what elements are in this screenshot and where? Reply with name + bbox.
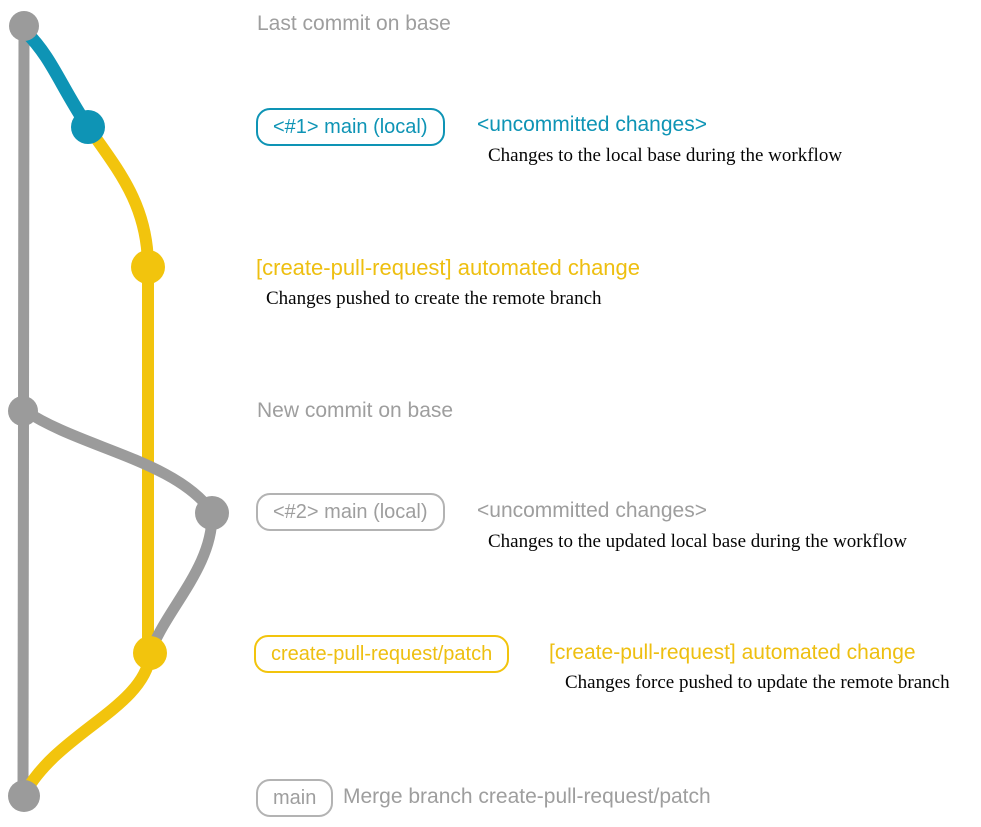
commit-description-uncommitted-2: Changes to the updated local base during… [488,531,907,552]
commit-dot-new-base [8,396,38,426]
commit-dot-uncommitted-2 [195,496,229,530]
rebase-to-patch-curve [146,508,218,654]
local-change-curve [19,25,95,134]
commit-title-uncommitted-2: <uncommitted changes> [477,499,707,522]
commit-dot-uncommitted-1 [71,110,105,144]
branch-label-create-pull-request-patch: create-pull-request/patch [254,635,510,673]
commit-description-automated-change-1: Changes pushed to create the remote bran… [266,288,602,309]
commit-description-uncommitted-1: Changes to the local base during the wor… [488,145,843,166]
rebase-from-base-curve [18,404,218,518]
commit-dot-merge [8,780,40,812]
branch-label-main-local-2: <#2> main (local) [256,493,445,531]
commit-dot-automated-change-2 [133,636,167,670]
commit-title-merge: Merge branch create-pull-request/patch [343,785,711,808]
annotation-last-commit-on-base: Last commit on base [257,12,451,35]
commit-title-uncommitted-1: <uncommitted changes> [477,113,707,136]
commit-title-automated-change-1: [create-pull-request] automated change [256,255,641,280]
commit-dot-last-base [9,11,39,41]
commit-title-automated-change-2: [create-pull-request] automated change [549,641,916,664]
push-branch-curve [82,121,154,273]
merge-to-main-curve [19,650,156,799]
commit-description-automated-change-2: Changes force pushed to update the remot… [565,672,950,693]
annotation-new-commit-on-base: New commit on base [257,399,454,422]
commit-dot-automated-change-1 [131,250,165,284]
branch-label-main: main [256,779,334,817]
branch-label-main-local-1: <#1> main (local) [256,108,445,146]
